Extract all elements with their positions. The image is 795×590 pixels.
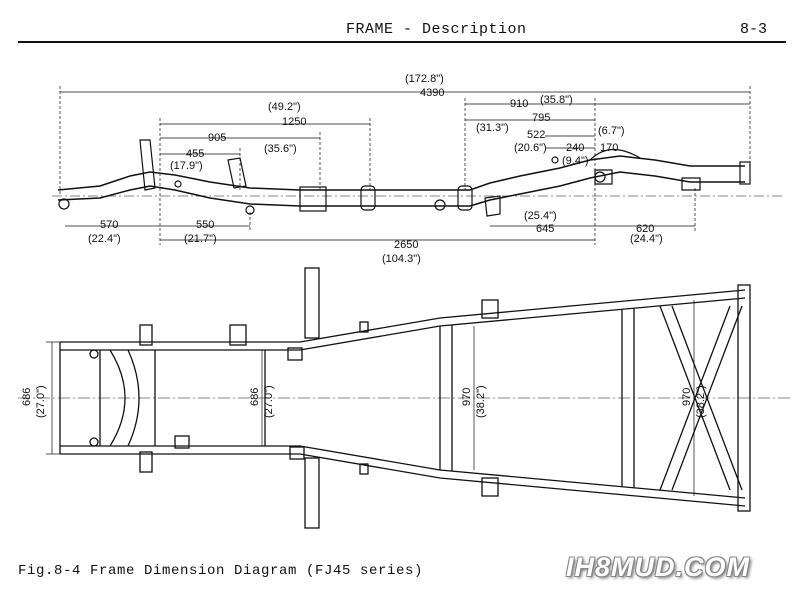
- dim-width-686-in: (27.0"): [35, 385, 47, 418]
- header-rule: [18, 41, 786, 43]
- dim-width-970: 970: [461, 388, 473, 406]
- side-crossmember-1: [299, 186, 327, 212]
- side-rail-top: [57, 155, 745, 191]
- dim-170: 170: [600, 142, 618, 154]
- side-body-mount: [484, 195, 501, 217]
- dim-1250: 1250: [282, 116, 306, 128]
- dim-width-686: 686: [21, 388, 33, 406]
- frame-dimension-diagram: (172.8") 4390 910 (35.8") (49.2") 1250 7…: [18, 73, 790, 529]
- dim-910: 910: [510, 98, 528, 110]
- side-spring-hanger: [227, 157, 247, 189]
- top-rear-x: [659, 305, 743, 491]
- top-rail-upper-outer: [60, 289, 746, 343]
- dim-455: 455: [186, 148, 204, 160]
- figure-caption: Fig.8-4 Frame Dimension Diagram (FJ45 se…: [18, 563, 424, 579]
- side-rail-bottom: [57, 171, 745, 207]
- side-crossmember-2: [360, 185, 376, 211]
- dim-910-in: (35.8"): [540, 94, 573, 106]
- dim-240: 240: [566, 142, 584, 154]
- dim-31-in: (31.3"): [476, 122, 509, 134]
- dim-645: 645: [536, 223, 554, 235]
- dim-35-in: (35.6"): [264, 143, 297, 155]
- page-title: FRAME - Description: [346, 21, 527, 38]
- dim-22-in: (22.4"): [88, 233, 121, 245]
- dim-24-in: (24.4"): [630, 233, 663, 245]
- dim-550: 550: [196, 219, 214, 231]
- side-hole-3: [434, 199, 446, 211]
- dim-522: 522: [527, 129, 545, 141]
- side-view-labels: (172.8") 4390 910 (35.8") (49.2") 1250 7…: [88, 73, 663, 265]
- dim-width-970-rear-in: (38.2"): [695, 385, 707, 418]
- side-hole-4: [551, 156, 559, 164]
- dim-25-in: (25.4"): [524, 210, 557, 222]
- top-view-labels: 686 (27.0") 686 (27.0") 970 (38.2") 970 …: [21, 385, 707, 418]
- dim-17-in: (17.9"): [170, 160, 203, 172]
- side-front-bracket: [139, 139, 156, 191]
- dim-21-in: (21.7"): [184, 233, 217, 245]
- top-rail-lower-inner: [60, 445, 746, 499]
- dim-width-970-rear: 970: [681, 388, 693, 406]
- dim-20-in: (20.6"): [514, 142, 547, 154]
- top-view: [18, 267, 790, 529]
- page-header: FRAME - Description 8-3: [0, 0, 795, 43]
- dim-2650: 2650: [394, 239, 418, 251]
- side-view: [52, 139, 785, 217]
- side-hole-5: [594, 171, 606, 183]
- dim-6-in: (6.7"): [598, 125, 625, 137]
- dim-width-686-inner: 686: [249, 388, 261, 406]
- top-outrigger-lower: [304, 457, 320, 529]
- dim-795: 795: [532, 112, 550, 124]
- top-front-brace: [109, 349, 140, 447]
- dim-49-in: (49.2"): [268, 101, 301, 113]
- dim-total-length-in: (172.8"): [405, 73, 444, 85]
- top-rear-end: [737, 284, 751, 512]
- side-rear-kickup: [589, 148, 641, 161]
- side-rear-end: [739, 161, 751, 185]
- top-outrigger-upper: [304, 267, 320, 339]
- watermark-logo: IH8MUD.COM: [566, 552, 750, 582]
- top-view-dimension-lines: [46, 300, 695, 496]
- side-front-eye: [58, 198, 70, 210]
- dim-570: 570: [100, 219, 118, 231]
- dim-width-970-in: (38.2"): [475, 385, 487, 418]
- side-view-dimension-lines: [59, 86, 751, 245]
- dim-620: 620: [636, 223, 654, 235]
- top-rail-lower-outer: [60, 453, 746, 507]
- dim-905: 905: [208, 132, 226, 144]
- side-hitch: [681, 177, 701, 191]
- dim-104-in: (104.3"): [382, 253, 421, 265]
- top-rail-upper-inner: [60, 297, 746, 351]
- side-hole-1: [174, 180, 182, 188]
- dim-width-686-inner-in: (27.0"): [263, 385, 275, 418]
- page-number: 8-3: [740, 21, 768, 38]
- dim-total-length-mm: 4390: [420, 87, 444, 99]
- dim-9-in: (9.4"): [562, 155, 589, 167]
